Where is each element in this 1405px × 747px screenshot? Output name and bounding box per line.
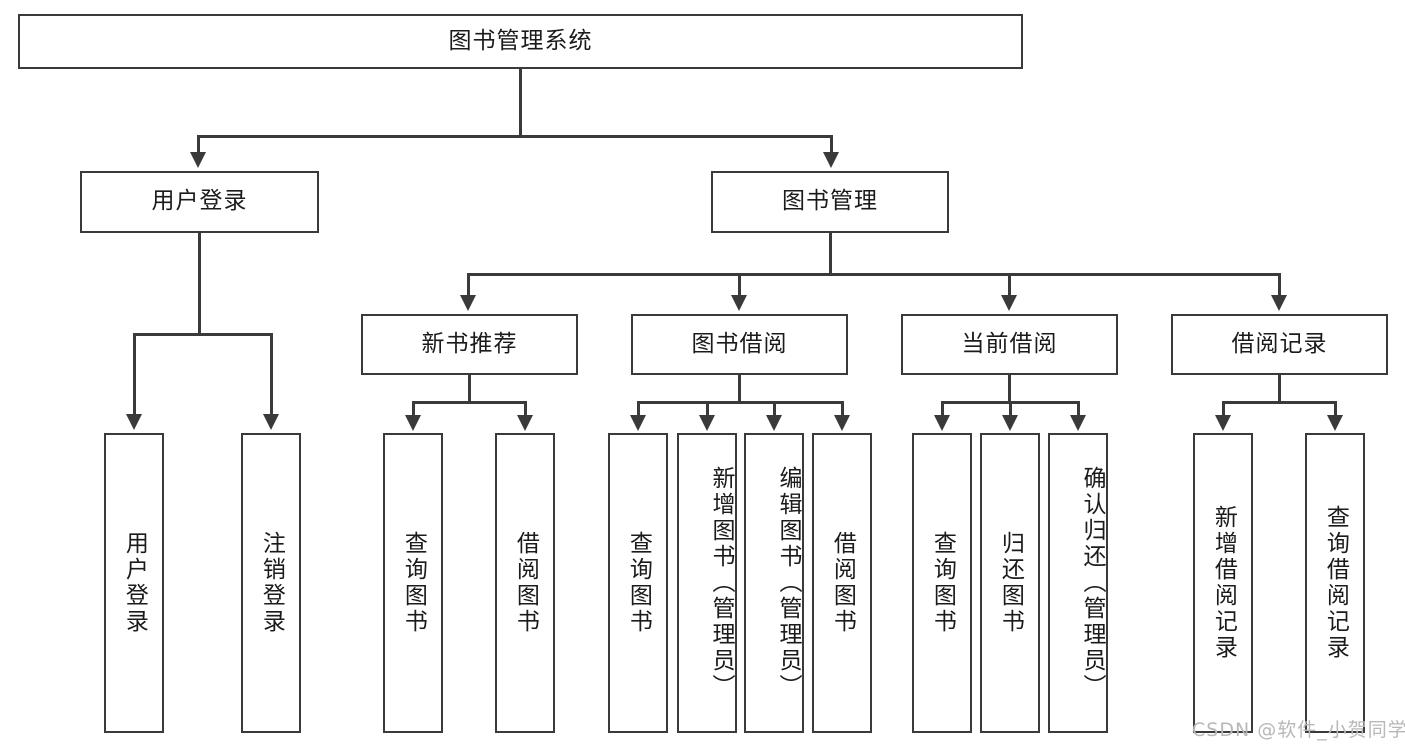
connector-user-login-drop-1 xyxy=(133,333,136,415)
connector-borrow-stem xyxy=(738,375,741,403)
leaf-current-query-book[interactable]: 查询图书 xyxy=(912,433,972,733)
connector-root-bus xyxy=(197,135,833,138)
leaf-record-query[interactable]: 查询借阅记录 xyxy=(1305,433,1365,733)
leaf-user-login[interactable]: 用户登录 xyxy=(104,433,164,733)
node-label: 查询图书 xyxy=(625,531,652,635)
connector-borrow-bus xyxy=(637,401,844,404)
connector-user-login-drop-2 xyxy=(270,333,273,415)
connector-record-drop-2 xyxy=(1334,401,1337,416)
connector-root-to-user-login xyxy=(197,135,200,153)
connector-record-stem xyxy=(1278,375,1281,403)
connector-root-to-book-mgmt xyxy=(830,135,833,153)
arrow-to-leaf-borrow-edit xyxy=(766,415,782,431)
arrow-to-leaf-borrow-lend xyxy=(834,415,850,431)
arrow-to-leaf-logout xyxy=(263,414,279,430)
arrow-to-new-book-recommend xyxy=(460,295,476,311)
leaf-logout[interactable]: 注销登录 xyxy=(241,433,301,733)
arrow-to-borrow-record xyxy=(1271,295,1287,311)
connector-recommend-drop-2 xyxy=(524,401,527,416)
connector-book-mgmt-drop-1 xyxy=(467,273,470,296)
node-label: 新增图书（管理员） xyxy=(708,466,734,700)
leaf-borrow-lend-book[interactable]: 借阅图书 xyxy=(812,433,872,733)
arrow-to-book-borrow xyxy=(731,295,747,311)
leaf-borrow-add-book[interactable]: 新增图书（管理员） xyxy=(677,433,737,733)
node-label: 借阅图书 xyxy=(829,531,856,635)
connector-borrow-drop-4 xyxy=(841,401,844,416)
connector-book-mgmt-drop-3 xyxy=(1008,273,1011,296)
node-label: 用户登录 xyxy=(151,188,248,215)
connector-root-stem xyxy=(519,69,522,137)
node-label: 查询借阅记录 xyxy=(1322,505,1349,661)
connector-book-mgmt-drop-4 xyxy=(1278,273,1281,296)
connector-current-drop-2 xyxy=(1009,401,1012,416)
arrow-to-current-borrow xyxy=(1001,295,1017,311)
leaf-borrow-edit-book[interactable]: 编辑图书（管理员） xyxy=(744,433,804,733)
node-label: 编辑图书（管理员） xyxy=(775,466,801,700)
arrow-to-leaf-current-return xyxy=(1002,415,1018,431)
node-label: 借阅图书 xyxy=(512,531,539,635)
arrow-to-leaf-recommend-query xyxy=(405,415,421,431)
node-label: 注销登录 xyxy=(258,531,285,635)
node-label: 图书管理系统 xyxy=(448,27,593,54)
node-label: 新增借阅记录 xyxy=(1210,505,1237,661)
node-user-login[interactable]: 用户登录 xyxy=(80,171,319,233)
leaf-recommend-borrow-book[interactable]: 借阅图书 xyxy=(495,433,555,733)
connector-borrow-drop-1 xyxy=(637,401,640,416)
node-label: 图书借阅 xyxy=(691,330,788,357)
arrow-to-leaf-current-query xyxy=(934,415,950,431)
connector-borrow-drop-2 xyxy=(706,401,709,416)
connector-recommend-drop-1 xyxy=(412,401,415,416)
arrow-to-leaf-record-query xyxy=(1327,415,1343,431)
node-label: 借阅记录 xyxy=(1231,330,1328,357)
node-root-system[interactable]: 图书管理系统 xyxy=(18,14,1023,69)
connector-recommend-bus xyxy=(412,401,527,404)
node-label: 新书推荐 xyxy=(421,330,518,357)
connector-record-drop-1 xyxy=(1222,401,1225,416)
leaf-recommend-query-book[interactable]: 查询图书 xyxy=(383,433,443,733)
leaf-borrow-query-book[interactable]: 查询图书 xyxy=(608,433,668,733)
connector-book-mgmt-stem xyxy=(829,233,832,276)
arrow-to-leaf-record-add xyxy=(1215,415,1231,431)
leaf-current-return-book[interactable]: 归还图书 xyxy=(980,433,1040,733)
node-label: 用户登录 xyxy=(121,531,148,635)
node-borrow-record[interactable]: 借阅记录 xyxy=(1171,314,1388,375)
connector-user-login-stem xyxy=(198,233,201,335)
node-label: 确认归还（管理员） xyxy=(1079,466,1105,700)
arrow-to-leaf-borrow-query xyxy=(630,415,646,431)
node-label: 归还图书 xyxy=(997,531,1024,635)
node-book-borrow[interactable]: 图书借阅 xyxy=(631,314,848,375)
arrow-to-leaf-user-login xyxy=(126,414,142,430)
node-current-borrow[interactable]: 当前借阅 xyxy=(901,314,1118,375)
node-new-book-recommend[interactable]: 新书推荐 xyxy=(361,314,578,375)
connector-current-drop-3 xyxy=(1077,401,1080,416)
connector-borrow-drop-3 xyxy=(773,401,776,416)
connector-current-stem xyxy=(1008,375,1011,403)
leaf-record-add[interactable]: 新增借阅记录 xyxy=(1193,433,1253,733)
connector-book-mgmt-drop-2 xyxy=(738,273,741,296)
node-book-management[interactable]: 图书管理 xyxy=(711,171,949,233)
arrow-root-to-book-mgmt xyxy=(823,152,839,168)
connector-user-login-bus xyxy=(133,333,273,336)
node-label: 查询图书 xyxy=(400,531,427,635)
arrow-to-leaf-current-confirm xyxy=(1070,415,1086,431)
connector-current-drop-1 xyxy=(941,401,944,416)
node-label: 查询图书 xyxy=(929,531,956,635)
arrow-root-to-user-login xyxy=(190,152,206,168)
connector-record-bus xyxy=(1222,401,1337,404)
arrow-to-leaf-borrow-add xyxy=(699,415,715,431)
connector-recommend-stem xyxy=(468,375,471,403)
leaf-current-confirm-return[interactable]: 确认归还（管理员） xyxy=(1048,433,1108,733)
arrow-to-leaf-recommend-borrow xyxy=(517,415,533,431)
connector-book-mgmt-bus xyxy=(467,273,1279,276)
node-label: 图书管理 xyxy=(782,188,878,215)
node-label: 当前借阅 xyxy=(961,330,1058,357)
